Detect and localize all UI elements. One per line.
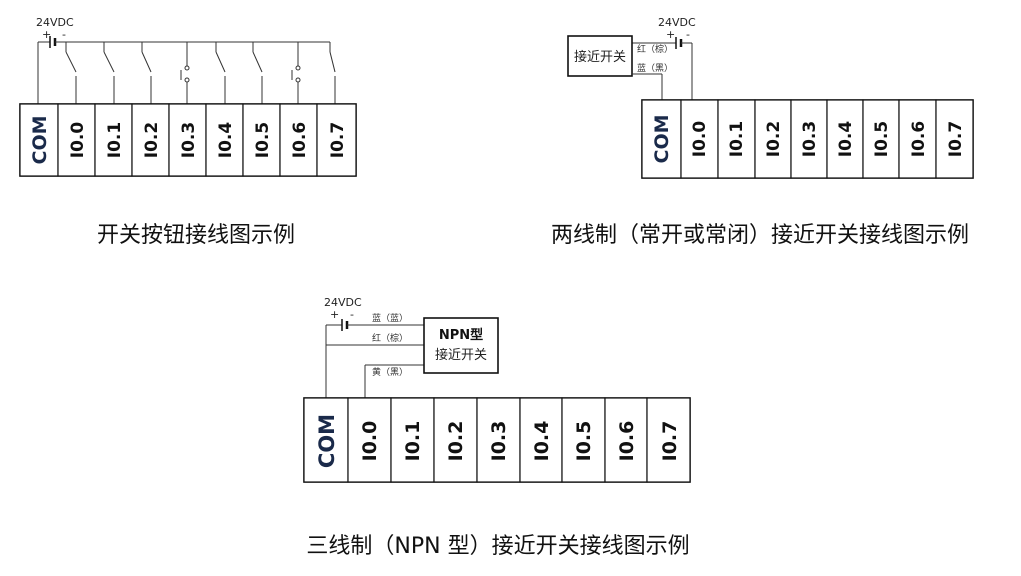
terminal-i0-5: I0.5 — [253, 122, 273, 158]
two-wire-diagram: 24VDC + - 接近开关 红（棕） 蓝（黑） COM I0.0 — [551, 16, 974, 248]
terminal-i0-5: I0.5 — [872, 121, 892, 157]
npn-sensor-type: NPN型 — [439, 327, 483, 343]
battery-icon — [326, 319, 424, 331]
terminal-strip: COM I0.0 I0.1 I0.2 I0.3 I0.4 I0.5 I0.6 I… — [641, 99, 974, 179]
terminal-i0-6: I0.6 — [909, 121, 929, 157]
caption-switch: 开关按钮接线图示例 — [97, 223, 295, 248]
supply-minus: - — [350, 308, 354, 321]
terminal-com: COM — [651, 114, 673, 163]
terminal-i0-5: I0.5 — [573, 421, 595, 462]
wire-yellow-label: 黄（黑） — [372, 366, 408, 378]
caption-three-wire: 三线制（NPN 型）接近开关接线图示例 — [306, 534, 689, 559]
supply-plus: + — [666, 28, 675, 41]
proximity-switch-label: 接近开关 — [574, 49, 626, 65]
terminal-i0-6: I0.6 — [616, 421, 638, 462]
battery-icon — [38, 36, 330, 48]
supply-label: 24VDC — [36, 16, 74, 29]
wire-blue-label: 蓝（黑） — [637, 62, 673, 74]
npn-sensor-box — [423, 317, 499, 374]
terminal-i0-2: I0.2 — [764, 121, 784, 157]
terminal-i0-0: I0.0 — [359, 421, 381, 462]
terminal-i0-3: I0.3 — [179, 122, 199, 158]
terminal-com: COM — [29, 115, 51, 164]
switch-row — [65, 42, 336, 104]
terminal-i0-7: I0.7 — [659, 421, 681, 462]
terminal-i0-0: I0.0 — [68, 122, 88, 159]
terminal-i0-7: I0.7 — [328, 122, 348, 158]
terminal-i0-1: I0.1 — [402, 421, 424, 462]
switch-wiring-diagram: 24VDC + - — [19, 16, 357, 248]
battery-icon — [632, 37, 692, 49]
supply-plus: + — [330, 308, 339, 321]
supply-label: 24VDC — [324, 296, 362, 309]
terminal-i0-2: I0.2 — [445, 421, 467, 462]
three-wire-diagram: 24VDC + - 蓝（蓝） 红（棕） 黄（黑） NPN型 接近开关 — [303, 296, 691, 559]
terminal-i0-0: I0.0 — [690, 121, 710, 158]
npn-sensor-label: 接近开关 — [435, 347, 487, 363]
terminal-com: COM — [315, 414, 339, 468]
terminal-strip: COM I0.0 I0.1 I0.2 I0.3 I0.4 I0.5 I0.6 I… — [303, 397, 691, 483]
wire-blue-label: 蓝（蓝） — [372, 312, 408, 324]
terminal-i0-2: I0.2 — [142, 122, 162, 158]
terminal-i0-6: I0.6 — [290, 122, 310, 158]
terminal-i0-1: I0.1 — [105, 122, 125, 158]
terminal-i0-4: I0.4 — [531, 421, 553, 462]
supply-minus: - — [686, 28, 690, 41]
terminal-i0-1: I0.1 — [727, 121, 747, 157]
caption-two-wire: 两线制（常开或常闭）接近开关接线图示例 — [551, 223, 969, 248]
terminal-i0-3: I0.3 — [488, 421, 510, 462]
wire-red-label: 红（棕） — [372, 332, 408, 344]
terminal-i0-7: I0.7 — [946, 121, 966, 157]
terminal-i0-4: I0.4 — [216, 122, 236, 159]
terminal-i0-4: I0.4 — [836, 121, 856, 158]
supply-label: 24VDC — [658, 16, 696, 29]
wire-red-label: 红（棕） — [637, 43, 673, 55]
proximity-switch-box — [567, 35, 633, 77]
terminal-i0-3: I0.3 — [800, 121, 820, 157]
supply-plus: + — [42, 28, 51, 41]
terminal-strip: COM I0.0 I0.1 I0.2 I0.3 I0.4 I0.5 I0.6 I… — [19, 103, 357, 177]
supply-minus: - — [62, 28, 66, 41]
